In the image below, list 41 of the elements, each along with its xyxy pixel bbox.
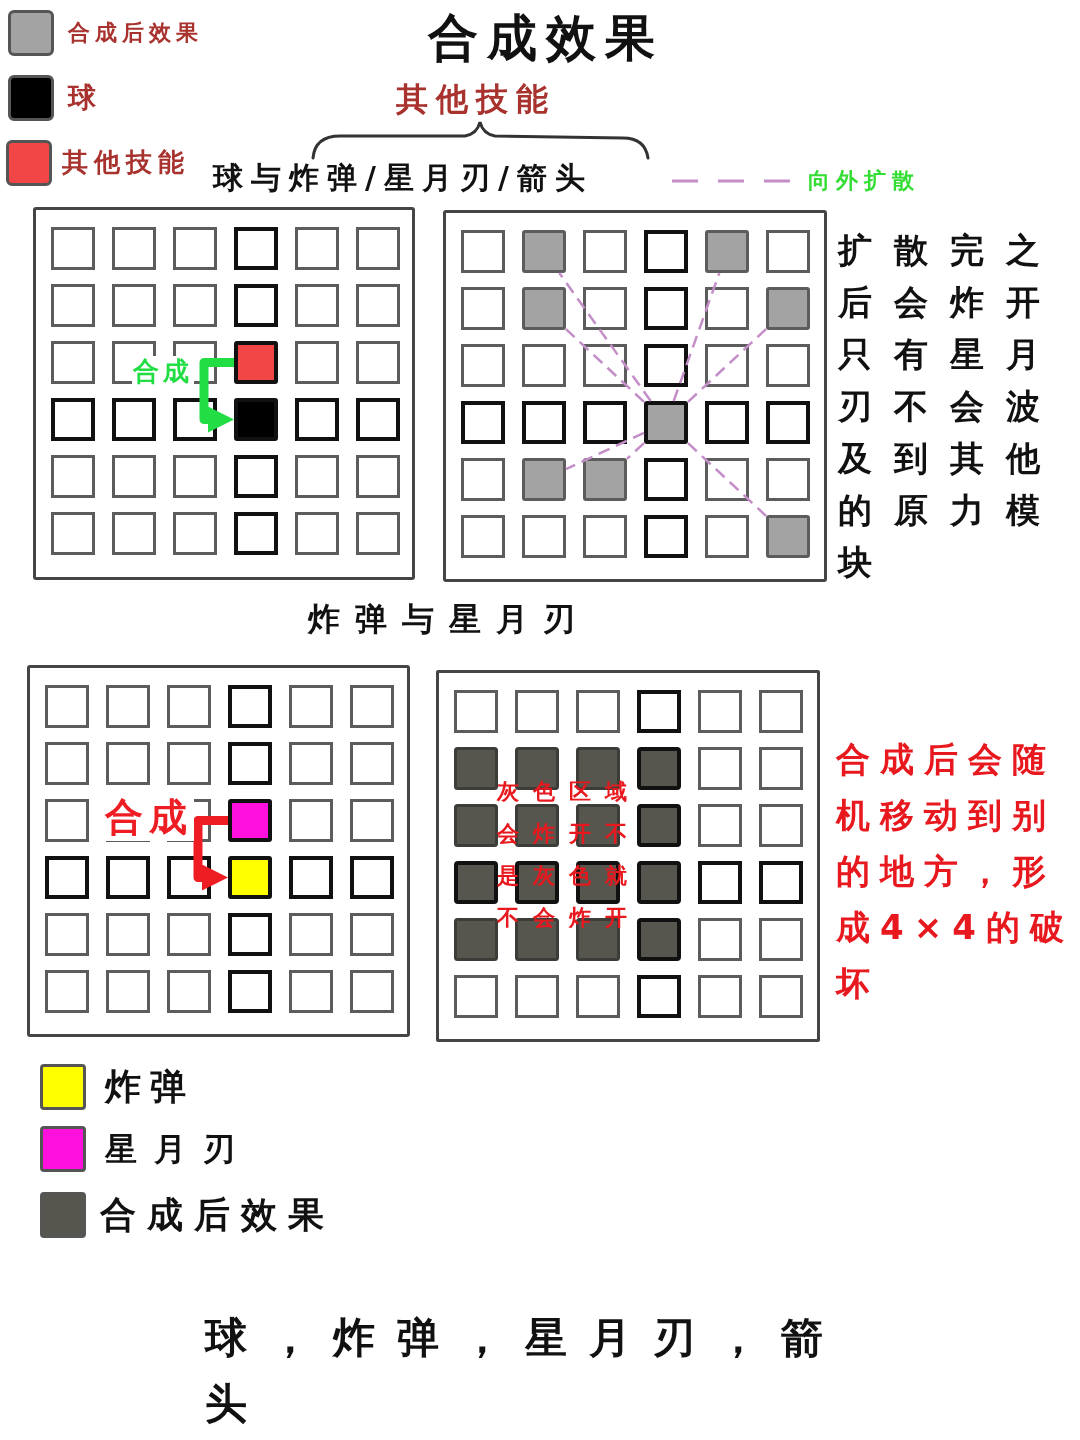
legend-label: 炸弹 xyxy=(105,1065,195,1109)
edge-label: 合成 xyxy=(104,795,194,841)
annotation: 扩散完之后会炸开只有星月刃不会波及到其他的原力模块 xyxy=(838,229,1063,584)
grid-cell xyxy=(705,230,749,273)
dashed-line xyxy=(558,272,652,402)
footer-note: 球，炸弹，星月刃，箭头 xyxy=(205,1312,846,1430)
arrow xyxy=(193,816,228,891)
legend-label: 合成后效果 xyxy=(68,19,203,47)
grid-cell xyxy=(234,398,278,441)
grid-cell xyxy=(228,799,272,842)
grid-panel xyxy=(443,210,827,582)
legend-label: 球 xyxy=(68,81,96,115)
panel-heading: 炸弹与星月刃 xyxy=(308,600,590,639)
legend-label: 向外扩散 xyxy=(808,167,920,195)
dashed-line xyxy=(672,272,721,402)
grid-cell xyxy=(522,230,566,273)
grid-cell xyxy=(766,287,810,330)
title: 合成效果 xyxy=(428,8,664,68)
dashed-line xyxy=(687,442,767,517)
edge-label: 合成 xyxy=(132,356,194,388)
grid-cell xyxy=(583,458,627,501)
legend-label: 星月刃 xyxy=(105,1129,252,1169)
dashed-line xyxy=(565,328,645,403)
arrow xyxy=(199,358,234,433)
grid-panel xyxy=(33,207,415,580)
grid-cell xyxy=(522,287,566,330)
dashed-line xyxy=(565,431,645,471)
annotation: 合成后会随机移动到别的地方，形成4×4的破坏 xyxy=(836,738,1075,1005)
grid-cell xyxy=(766,515,810,558)
dashed-line xyxy=(626,442,645,460)
grid-cell xyxy=(228,856,272,899)
dashed-line xyxy=(687,328,767,403)
grid-cell xyxy=(234,341,278,384)
legend-label: 其他技能 xyxy=(62,147,190,179)
grid-cell xyxy=(644,401,688,444)
grid-panel xyxy=(436,670,820,1042)
brace-label: 其他技能 xyxy=(396,80,556,119)
panel-heading: 球与炸弹/星月刃/箭头 xyxy=(213,160,593,196)
legend-label: 合成后效果 xyxy=(100,1193,335,1237)
grid-panel xyxy=(27,665,410,1037)
grid-cell xyxy=(522,458,566,501)
